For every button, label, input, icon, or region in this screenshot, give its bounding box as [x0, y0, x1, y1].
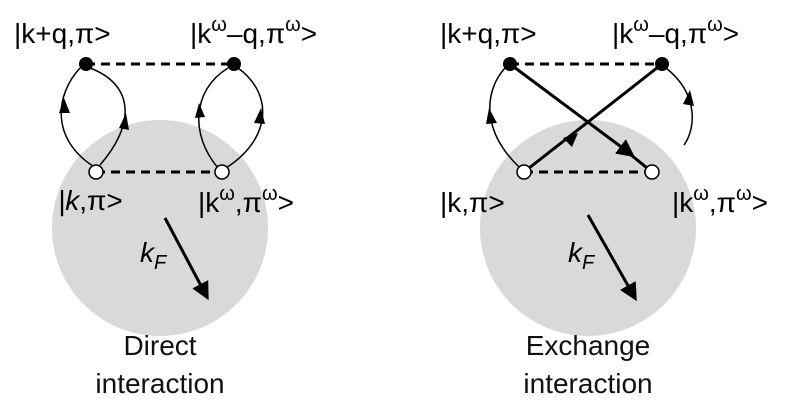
arrowhead: [683, 90, 694, 106]
caption-line1: Exchange: [526, 330, 651, 361]
ket-bottom-left: |k,π>: [440, 187, 505, 218]
ket-top-left: |k+q,π>: [14, 18, 111, 49]
hole-state-dot: [516, 164, 532, 180]
fermi-sphere: [52, 120, 268, 336]
fermi-sphere: [480, 120, 696, 336]
direct-panel: kF |k+q,π> |kω–q,πω> |k,π> |kω,πω> Direc…: [14, 14, 317, 399]
arrowhead: [59, 98, 70, 113]
kf-subscript: F: [154, 252, 168, 274]
arrowhead: [563, 133, 578, 147]
ket-top-right: |kω–q,πω>: [612, 14, 739, 49]
ket-bottom-right: |kω,πω>: [198, 183, 294, 218]
filled-state-dot: [227, 57, 241, 71]
fermi-wavevector-arrow: [586, 214, 637, 302]
ket-top-right: |kω–q,πω>: [190, 14, 317, 49]
caption-line1: Direct: [123, 330, 196, 361]
kf-subscript: F: [582, 252, 596, 274]
hole-state-dot: [214, 164, 230, 180]
arrowhead: [119, 113, 129, 130]
ket-top-left: |k+q,π>: [440, 18, 537, 49]
kf-label: k: [568, 237, 584, 268]
hole-state-dot: [644, 164, 660, 180]
filled-state-dot: [655, 57, 669, 71]
fermi-wavevector-arrow: [163, 217, 209, 301]
arrowhead: [254, 108, 265, 124]
exchange-line-1: [509, 62, 635, 158]
hole-state-dot: [88, 164, 104, 180]
kf-label: k: [140, 237, 156, 268]
svg-text:kF: kF: [140, 237, 168, 274]
scatter-arrow-left-down: [89, 67, 126, 166]
filled-state-dot: [79, 57, 93, 71]
exchange-line-2: [523, 62, 663, 174]
caption-line2: interaction: [523, 368, 652, 399]
arrowhead: [486, 108, 497, 124]
scatter-arrow-left-up: [60, 67, 97, 169]
filled-state-dot: [503, 57, 517, 71]
exchange-panel: kF |k+q,π> |kω–q,πω> |k,π> |kω,πω> Excha…: [440, 14, 768, 399]
caption-line2: interaction: [95, 368, 224, 399]
arrowhead: [195, 103, 205, 118]
svg-text:kF: kF: [568, 237, 596, 274]
ket-bottom-right: |kω,πω>: [672, 183, 768, 218]
scatter-arrow-right: [665, 67, 693, 146]
ket-bottom-left: |k,π>: [58, 185, 123, 216]
